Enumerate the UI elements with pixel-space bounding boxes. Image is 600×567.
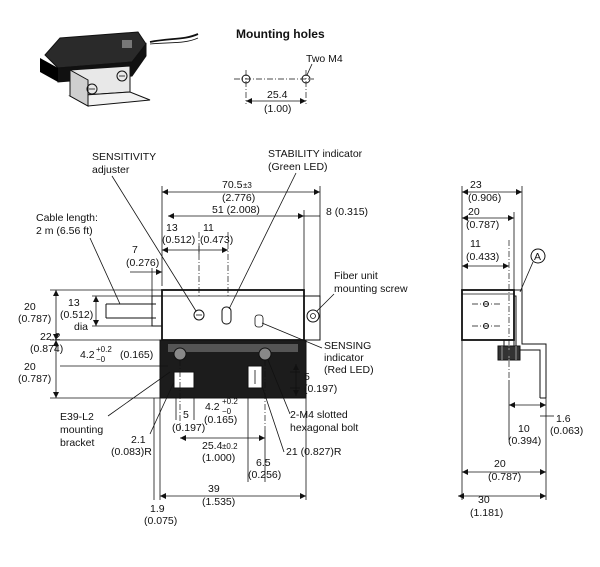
dim-70-5-tol: ±3 <box>243 181 252 190</box>
dim-13-top: 13 <box>166 222 178 234</box>
label-stability-2: (Green LED) <box>268 161 328 173</box>
label-bracket-2: mounting <box>60 424 103 436</box>
dim-51: 51 (2.008) <box>212 204 260 216</box>
dim-8: 8 (0.315) <box>326 206 368 218</box>
mounting-holes-detail: Mounting holes Two M4 25.4 (1.00) <box>234 27 343 115</box>
dim-4-2-left: 4.2 <box>80 349 95 361</box>
label-sensing-3: (Red LED) <box>324 364 374 376</box>
side-view: A <box>461 240 547 399</box>
label-sensitivity-1: SENSITIVITY <box>92 151 156 163</box>
dim-4-2-bottom: 4.2 <box>205 401 220 413</box>
dim-20-left-bottom: 20 <box>24 361 36 373</box>
label-circle-a: A <box>534 251 541 263</box>
side-dim-20-top-inch: (0.787) <box>466 219 499 231</box>
dim-25-4: 25.4 <box>202 440 223 452</box>
dim-4-2-left-tol-up: +0.2 <box>96 345 112 354</box>
side-dim-23: 23 <box>470 179 482 191</box>
dim-11-top: 11 <box>203 222 214 234</box>
dim-39-inch: (1.535) <box>202 496 235 508</box>
dim-20-left-top-inch: (0.787) <box>18 313 51 325</box>
label-sensing-1: SENSING <box>324 340 371 352</box>
side-dim-11: 11 <box>470 238 481 250</box>
mounting-pitch-inch: (1.00) <box>264 103 291 115</box>
side-dim-10: 10 <box>518 423 530 435</box>
dim-22-2-inch: (0.874) <box>30 343 63 355</box>
dim-5-bottom-inch: (0.197) <box>172 422 205 434</box>
dim-5-bottom: 5 <box>183 409 189 421</box>
dim-4-2-bottom-tol-up: +0.2 <box>222 397 238 406</box>
side-dim-10-inch: (0.394) <box>508 435 541 447</box>
dim-4-2-left-inch: (0.165) <box>120 349 153 361</box>
dim-7: 7 <box>132 244 138 256</box>
dim-4-2-left-tol-dn: −0 <box>96 355 106 364</box>
dim-20-left-bottom-inch: (0.787) <box>18 373 51 385</box>
dim-70-5-inch: (2.776) <box>222 192 255 204</box>
dim-4-2-bottom-inch: (0.165) <box>204 414 237 426</box>
dim-20-left-top: 20 <box>24 301 36 313</box>
label-cable-2: 2 m (6.56 ft) <box>36 225 93 237</box>
dim-7-inch: (0.276) <box>126 257 159 269</box>
dim-21-r: 21 (0.827)R <box>286 446 342 458</box>
dim-13-dia-inch: (0.512) <box>60 309 93 321</box>
front-view <box>105 232 321 430</box>
side-dim-1-6: 1.6 <box>556 413 571 425</box>
dim-13-dia: 13 <box>68 297 80 309</box>
product-illustration <box>40 31 199 107</box>
mounting-holes-title: Mounting holes <box>236 27 325 41</box>
dim-dia-label: dia <box>74 321 88 333</box>
side-dim-20-bottom-inch: (0.787) <box>488 471 521 483</box>
side-dim-30-inch: (1.181) <box>470 507 503 519</box>
label-fiber-1: Fiber unit <box>334 270 378 282</box>
dim-39: 39 <box>208 483 220 495</box>
dim-22-2: 22.2 <box>40 331 61 343</box>
dim-11-top-inch: (0.473) <box>200 234 233 246</box>
mounting-pitch-value: 25.4 <box>267 89 288 101</box>
dim-5-right: 5 <box>304 371 310 383</box>
label-bolt-1: 2-M4 slotted <box>290 409 348 421</box>
dim-25-4-inch: (1.000) <box>202 452 235 464</box>
side-view-dimensions: 23 (0.906) 20 (0.787) 11 (0.433) 10 (0.3… <box>458 179 583 519</box>
side-dim-23-inch: (0.906) <box>468 192 501 204</box>
dim-70-5: 70.5 <box>222 179 243 191</box>
label-cable-1: Cable length: <box>36 212 98 224</box>
side-dim-11-inch: (0.433) <box>466 251 499 263</box>
dim-4-2-bottom-tol-dn: −0 <box>222 407 232 416</box>
front-view-callouts: SENSITIVITY adjuster STABILITY indicator… <box>36 148 408 449</box>
dim-5-right-inch: (0.197) <box>304 383 337 395</box>
side-dim-30: 30 <box>478 494 490 506</box>
dim-13-top-inch: (0.512) <box>162 234 195 246</box>
dim-2-1-inch: (0.083)R <box>111 446 152 458</box>
two-m4-label: Two M4 <box>306 53 343 65</box>
label-fiber-2: mounting screw <box>334 283 408 295</box>
dim-25-4-tol: ±0.2 <box>222 442 238 451</box>
side-dim-20-top: 20 <box>468 206 480 218</box>
side-dim-20-bottom: 20 <box>494 458 506 470</box>
label-sensitivity-2: adjuster <box>92 164 130 176</box>
label-bracket-1: E39-L2 <box>60 411 94 423</box>
label-bolt-2: hexagonal bolt <box>290 422 358 434</box>
label-bracket-3: bracket <box>60 437 95 449</box>
label-stability-1: STABILITY indicator <box>268 148 363 160</box>
front-view-dimensions: 70.5 ±3 (2.776) 51 (2.008) 8 (0.315) 13 … <box>18 179 368 527</box>
dim-6-5: 6.5 <box>256 457 271 469</box>
side-dim-1-6-inch: (0.063) <box>550 425 583 437</box>
dim-1-9: 1.9 <box>150 503 165 515</box>
dim-1-9-inch: (0.075) <box>144 515 177 527</box>
label-sensing-2: indicator <box>324 352 364 364</box>
dim-2-1: 2.1 <box>131 434 146 446</box>
